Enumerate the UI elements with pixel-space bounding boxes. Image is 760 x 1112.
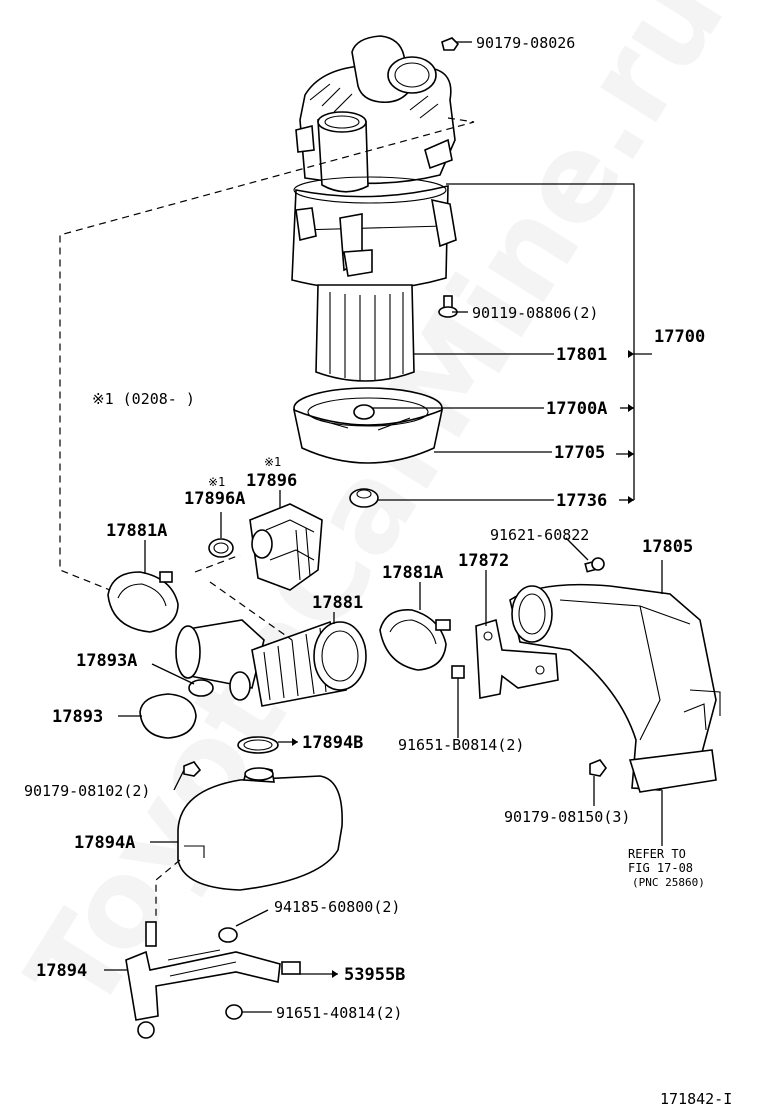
nut-90179-08102	[183, 761, 202, 777]
air-filter-element	[315, 284, 415, 382]
air-cleaner-cap	[295, 35, 456, 193]
label-17893A: 17893A	[76, 651, 137, 671]
label-17896: 17896	[246, 471, 297, 491]
label-17805: 17805	[642, 537, 693, 557]
nut-top	[441, 37, 460, 51]
label-91651-B0814: 91651-B0814(2)	[398, 736, 524, 754]
label-90179-08102: 90179-08102(2)	[24, 782, 150, 800]
assembly-dashed-lines	[59, 117, 475, 920]
label-17705: 17705	[554, 443, 605, 463]
nut-90179-08150	[589, 759, 607, 777]
label-94185-60800: 94185-60800(2)	[274, 898, 400, 916]
clamp-17893A	[188, 679, 214, 697]
resonator	[177, 767, 343, 891]
label-17894A: 17894A	[74, 833, 135, 853]
figure-id: 171842-I	[660, 1090, 732, 1108]
label-17736: 17736	[556, 491, 607, 511]
label-91621-60822: 91621-60822	[490, 526, 589, 544]
refer-fig: FIG 17-08	[628, 861, 693, 875]
bracket-17896	[249, 503, 323, 591]
hose-clamp-left	[107, 571, 179, 633]
air-inlet-duct	[509, 583, 721, 793]
label-17896A: 17896A	[184, 489, 245, 509]
bolt-91651-B0814	[451, 665, 465, 679]
label-90179-08150: 90179-08150(3)	[504, 808, 630, 826]
label-17881: 17881	[312, 593, 363, 613]
intake-hose	[175, 619, 367, 707]
label-17700: 17700	[654, 327, 705, 347]
leader-lines	[104, 41, 663, 1013]
note-0208: ※1 (0208- )	[92, 390, 195, 408]
label-91651-40814: 91651-40814(2)	[276, 1004, 402, 1022]
label-17801: 17801	[556, 345, 607, 365]
label-53955B: 53955B	[344, 965, 405, 985]
clamp-17896A	[208, 538, 234, 558]
hose-clamp-right	[379, 609, 451, 671]
bolt-case	[438, 295, 458, 318]
ring-17894B	[237, 736, 279, 754]
air-cleaner-case	[291, 176, 457, 291]
label-17894: 17894	[36, 961, 87, 981]
label-17893: 17893	[52, 707, 103, 727]
bracket-17894	[125, 921, 281, 1021]
sensor-53955B	[281, 961, 301, 975]
refer-pnc: (PNC 25860)	[632, 876, 705, 889]
label-90179-08026: 90179-08026	[476, 34, 575, 52]
bolt-91621-60822	[584, 557, 605, 573]
label-17881A-left: 17881A	[106, 521, 167, 541]
bolt-91651-40814	[225, 1004, 243, 1020]
refer-to: REFER TO	[628, 847, 686, 861]
label-17700A: 17700A	[546, 399, 607, 419]
grommet-bottom	[137, 1021, 155, 1039]
label-17872: 17872	[458, 551, 509, 571]
grommet-94185	[218, 927, 238, 943]
cap-17893	[139, 693, 197, 739]
label-90119-08806: 90119-08806(2)	[472, 304, 598, 322]
mark-1-17896: ※1	[264, 455, 281, 469]
vacuum-valve	[349, 488, 379, 508]
mark-1-17896A: ※1	[208, 475, 225, 489]
bracket-17872	[475, 618, 559, 699]
arrow-heads	[292, 350, 634, 978]
label-17894B: 17894B	[302, 733, 363, 753]
case-bottom-cap	[292, 387, 444, 464]
label-17881A-right: 17881A	[382, 563, 443, 583]
